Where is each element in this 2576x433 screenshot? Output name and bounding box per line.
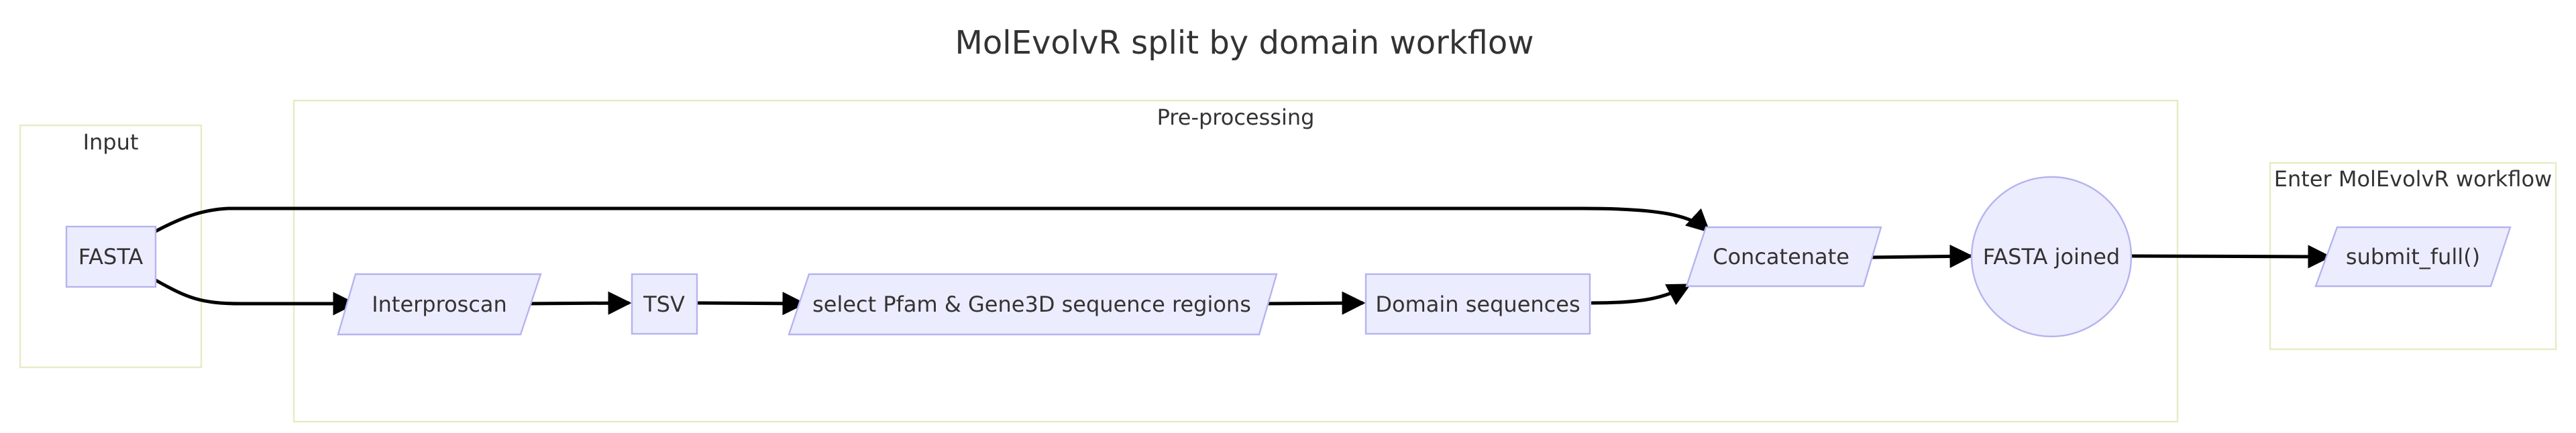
edge-interproscan-to-tsv	[525, 291, 632, 315]
diagram-title: MolEvolvR split by domain workflow	[955, 24, 1534, 62]
edge-domain-sequences-to-concatenate	[1591, 283, 1692, 306]
node-fasta-joined: FASTA joined	[1970, 176, 2133, 338]
node-domain-sequences-label: Domain sequences	[1375, 292, 1580, 317]
cluster-preprocessing: Pre-processing	[292, 99, 2179, 423]
cluster-enter-workflow-label: Enter MolEvolvR workflow	[2274, 166, 2552, 192]
edge-select-regions-to-domain-sequences	[1260, 291, 1366, 315]
node-submit-full-label: submit_full()	[2346, 244, 2480, 269]
edge-concatenate-to-fasta-joined	[1866, 244, 1974, 268]
node-domain-sequences: Domain sequences	[1364, 273, 1591, 335]
node-interproscan-label: Interproscan	[372, 292, 507, 317]
node-tsv: TSV	[631, 273, 698, 335]
edge-fasta-joined-to-submit-full	[2131, 245, 2332, 269]
cluster-preprocessing-label: Pre-processing	[1157, 105, 1315, 130]
node-concatenate: Concatenate	[1685, 226, 1882, 288]
cluster-input-label: Input	[83, 129, 139, 155]
node-tsv-label: TSV	[643, 292, 685, 317]
edges	[154, 206, 2332, 316]
node-fasta-label: FASTA	[78, 244, 144, 269]
edge-tsv-to-select-regions	[697, 292, 806, 316]
edge-fasta-to-concatenate	[154, 206, 1711, 233]
node-concatenate-label: Concatenate	[1713, 244, 1849, 269]
node-submit-full: submit_full()	[2314, 226, 2512, 288]
node-fasta: FASTA	[65, 225, 157, 288]
node-fasta-joined-label: FASTA joined	[1983, 244, 2120, 269]
node-select-regions: select Pfam & Gene3D sequence regions	[788, 273, 1278, 336]
edge-fasta-to-interproscan	[154, 278, 357, 316]
node-interproscan: Interproscan	[337, 273, 542, 336]
node-select-regions-label: select Pfam & Gene3D sequence regions	[812, 292, 1251, 317]
